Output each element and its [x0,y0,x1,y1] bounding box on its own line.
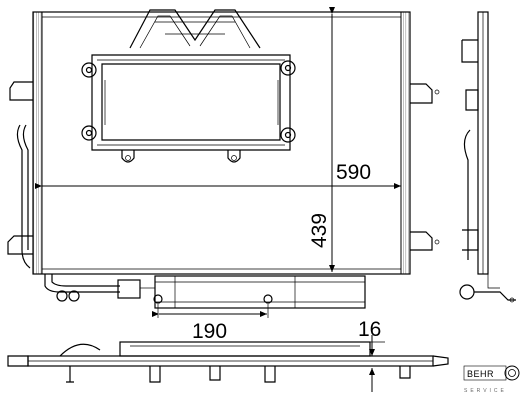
top-bracket [129,9,261,49]
depth-dimension-label: 16 [358,318,381,341]
bottom-view: 16 [7,318,449,392]
side-view [459,11,516,303]
condenser-core [32,11,411,275]
width-dimension-label: 590 [336,161,371,184]
front-view: 590 439 190 [7,7,440,343]
offset-dimension: 190 [152,304,269,343]
right-header-tank [400,11,411,275]
height-dimension-label: 439 [308,213,331,248]
transmission-cooler-frame [81,54,296,163]
left-header-tank [32,11,43,275]
logo-text: BEHR [467,369,494,379]
behr-service-logo: BEHR SERVICE [463,365,520,394]
width-dimension: 590 [35,161,401,189]
bottom-pipework [44,274,366,309]
right-mounting-brackets [410,83,440,251]
left-mounting-brackets [7,81,33,269]
height-dimension: 439 [308,7,335,272]
logo-subtext: SERVICE [464,388,507,394]
offset-dimension-label: 190 [192,320,227,343]
